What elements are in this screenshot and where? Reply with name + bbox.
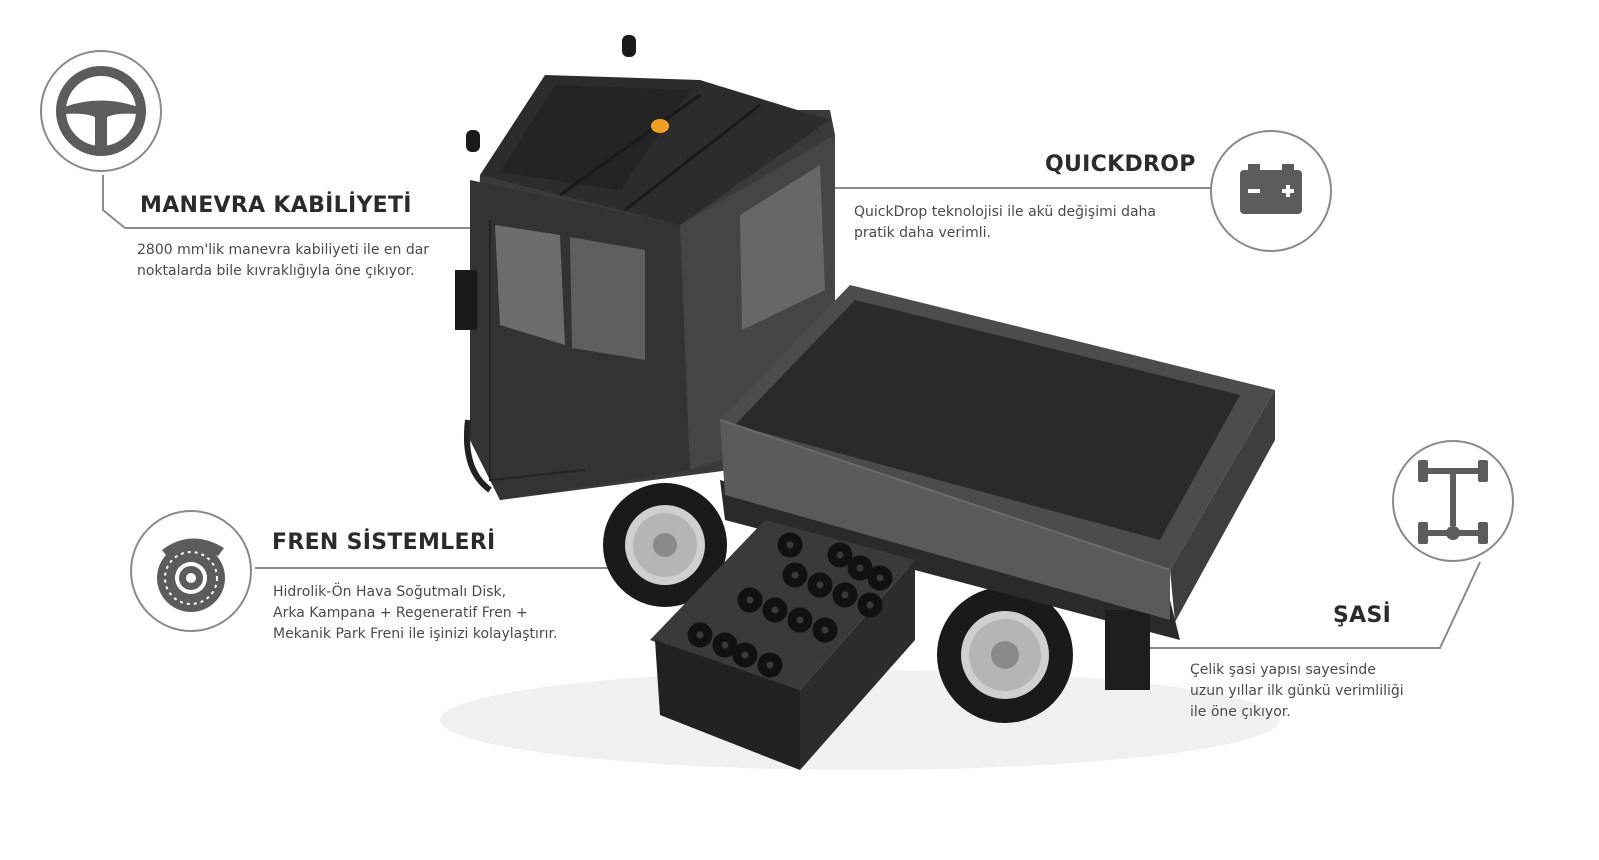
sasi-icon-circle — [1392, 440, 1514, 562]
battery-icon — [1240, 164, 1302, 214]
manevra-title: MANEVRA KABİLİYETİ — [140, 193, 412, 218]
fren-desc-line: Hidrolik-Ön Hava Soğutmalı Disk, — [273, 584, 507, 600]
manevra-icon-circle — [40, 50, 162, 172]
quickdrop-desc-line: pratik daha verimli. — [854, 225, 991, 241]
manevra-desc-line: noktalarda bile kıvraklığıyla öne çıkıyo… — [137, 263, 415, 279]
fren-desc-line: Arka Kampana + Regeneratif Fren + — [273, 605, 528, 621]
fren-description: Hidrolik-Ön Hava Soğutmalı Disk, Arka Ka… — [273, 582, 557, 645]
quickdrop-description: QuickDrop teknolojisi ile akü değişimi d… — [854, 202, 1156, 244]
quickdrop-title: QUICKDROP — [1045, 152, 1196, 177]
battery-pack — [650, 520, 915, 770]
sasi-desc-line: uzun yıllar ilk günkü verimliliği — [1190, 683, 1404, 699]
sasi-desc-line: ile öne çıkıyor. — [1190, 704, 1291, 720]
steering-wheel-icon — [56, 66, 146, 156]
cargo-bed — [719, 285, 1275, 622]
manevra-description: 2800 mm'lik manevra kabiliyeti ile en da… — [137, 240, 429, 282]
chassis-icon — [1418, 460, 1488, 544]
front-wheel — [603, 483, 727, 607]
sasi-desc-line: Çelik şasi yapısı sayesinde — [1190, 662, 1376, 678]
fren-icon-circle — [130, 510, 252, 632]
brake-disc-icon — [157, 538, 225, 612]
quickdrop-desc-line: QuickDrop teknolojisi ile akü değişimi d… — [854, 204, 1157, 220]
sasi-description: Çelik şasi yapısı sayesinde uzun yıllar … — [1190, 660, 1404, 723]
sasi-connector — [1115, 561, 1481, 649]
sasi-title: ŞASİ — [1333, 603, 1392, 628]
fren-desc-line: Mekanik Park Freni ile işinizi kolaylaşt… — [273, 626, 558, 642]
rear-wheel — [937, 587, 1073, 723]
fren-title: FREN SİSTEMLERİ — [272, 530, 496, 555]
manevra-desc-line: 2800 mm'lik manevra kabiliyeti ile en da… — [137, 242, 430, 258]
quickdrop-icon-circle — [1210, 130, 1332, 252]
